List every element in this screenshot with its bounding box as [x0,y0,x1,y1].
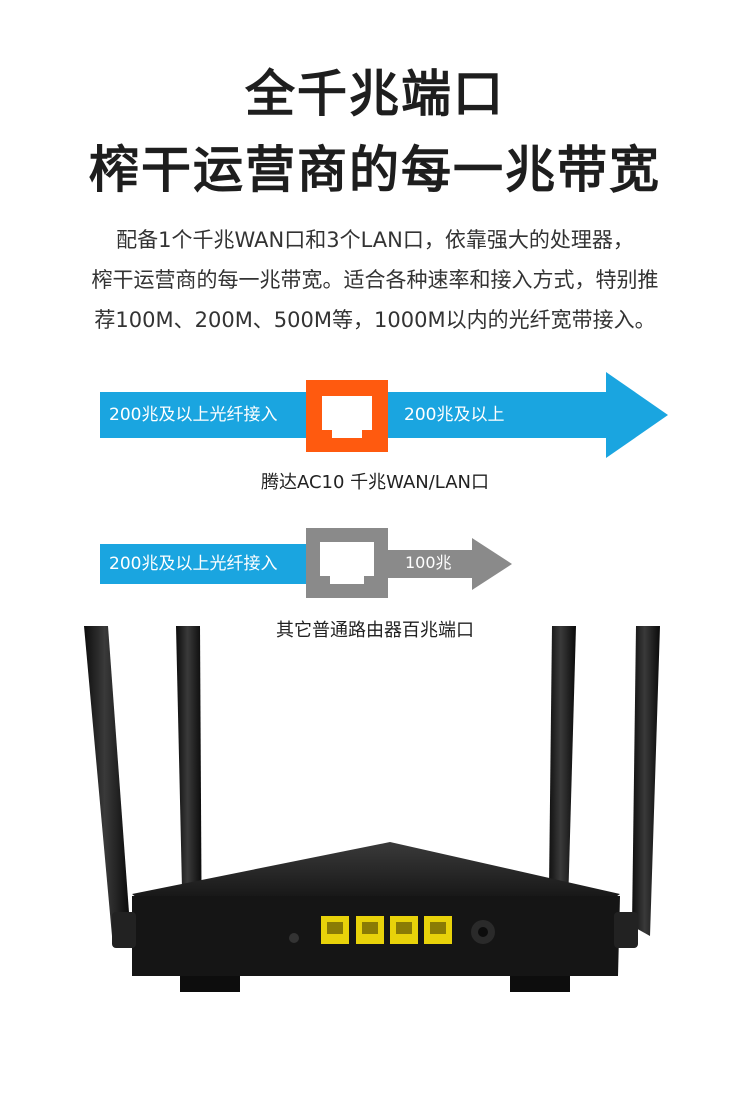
headline-line1: 全千兆端口 [245,65,505,123]
other-port-icon [320,542,374,584]
description-line2: 榨干运营商的每一兆带宽。适合各种速率和接入方式，特别推 [91,268,659,292]
other-output-label: 100兆 [405,553,452,572]
other-input-band [100,544,310,584]
other-output-arrow [386,538,512,590]
headline-line2: 榨干运营商的每一兆带宽 [89,141,661,199]
tenda-output-arrow [386,372,668,458]
tenda-arrow-graphic [100,372,668,458]
left-foot [180,976,240,992]
description-line3: 荐100M、200M、500M等，1000M以内的光纤宽带接入。 [94,308,656,332]
router-top-shell [132,842,620,908]
left-hinge [112,912,136,948]
ethernet-ports-group [321,916,452,944]
router-rear-view-image [84,626,660,992]
antenna-left-outer [84,626,130,936]
right-foot [510,976,570,992]
other-input-label: 200兆及以上光纤接入 [109,554,278,574]
description-line1: 配备1个千兆WAN口和3个LAN口，依靠强大的处理器， [116,228,634,252]
other-arrow-graphic [100,528,512,598]
tenda-port-icon [322,396,372,438]
right-hinge [614,912,638,948]
tenda-input-band [100,392,310,438]
tenda-output-label: 200兆及以上 [404,405,505,425]
tenda-caption: 腾达AC10 千兆WAN/LAN口 [260,472,490,493]
antenna-right-outer [632,626,660,936]
reset-button-icon [289,933,299,943]
tenda-input-label: 200兆及以上光纤接入 [109,405,278,425]
other-caption: 其它普通路由器百兆端口 [276,620,474,641]
